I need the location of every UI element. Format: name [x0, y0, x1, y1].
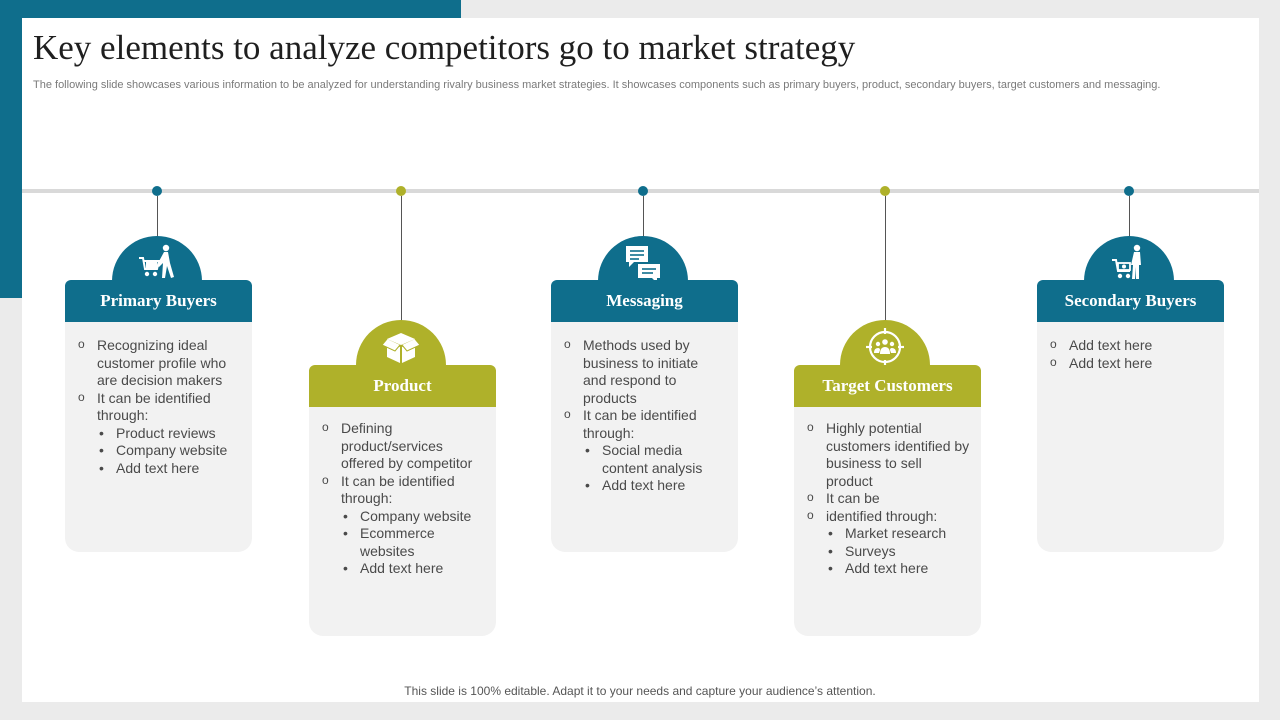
- chat-bubbles-icon: [626, 246, 660, 283]
- connector-product: [401, 196, 402, 325]
- connector-primary-buyers: [157, 196, 158, 240]
- connector-messaging: [643, 196, 644, 240]
- cart-person-icon: [1112, 244, 1141, 279]
- card-heading: Secondary Buyers: [1037, 280, 1224, 322]
- card-subpoint: Market research: [826, 525, 969, 543]
- card-body: Recognizing ideal customer profile who a…: [65, 322, 252, 552]
- card-subpoint: Add text here: [826, 560, 969, 578]
- card-body: Highly potential customers identified by…: [794, 407, 981, 636]
- connector-secondary-buyers: [1129, 196, 1130, 240]
- slide-title: Key elements to analyze competitors go t…: [33, 28, 856, 67]
- card-subpoint: Company website: [341, 508, 484, 526]
- card-subpoint: Add text here: [341, 560, 484, 578]
- timeline-dot-product: [396, 186, 406, 196]
- slide-subtitle: The following slide showcases various in…: [33, 79, 1161, 91]
- timeline-dot-target-customers: [880, 186, 890, 196]
- slide-footer: This slide is 100% editable. Adapt it to…: [404, 684, 876, 698]
- card-point: Add text here: [1049, 336, 1212, 355]
- connector-target-customers: [885, 196, 886, 325]
- card-point: Highly potential customers identified by…: [806, 419, 971, 490]
- card-subpoint: Add text here: [97, 460, 240, 478]
- open-box-icon: [381, 333, 421, 363]
- card-subpoint: Ecommerce websites: [341, 525, 470, 560]
- card-heading: Primary Buyers: [65, 280, 252, 322]
- shopping-cart-person-icon: [139, 244, 174, 278]
- timeline-dot-primary-buyers: [152, 186, 162, 196]
- timeline-dot-secondary-buyers: [1124, 186, 1134, 196]
- card-body: Add text here Add text here: [1037, 322, 1224, 552]
- timeline-dot-messaging: [638, 186, 648, 196]
- card-point: Recognizing ideal customer profile who a…: [77, 336, 240, 390]
- card-point: It can be identified through: Product re…: [77, 389, 240, 478]
- card-point: It can be identified through: Social med…: [563, 406, 726, 495]
- card-subpoint: Social media content analysis: [583, 442, 717, 477]
- card-subpoint: Company website: [97, 442, 240, 460]
- card-point: It can be: [806, 489, 969, 508]
- card-point: Add text here: [1049, 354, 1212, 373]
- card-subpoint: Product reviews: [97, 425, 240, 443]
- card-point: It can be identified through: Company we…: [321, 472, 484, 578]
- card-heading: Target Customers: [794, 365, 981, 407]
- card-heading: Product: [309, 365, 496, 407]
- card-body: Methods used by business to initiate and…: [551, 322, 738, 552]
- target-group-icon: [866, 328, 904, 366]
- card-subpoint: Surveys: [826, 543, 969, 561]
- card-point: Defining product/services offered by com…: [321, 419, 484, 473]
- card-body: Defining product/services offered by com…: [309, 407, 496, 636]
- card-subpoint: Add text here: [583, 477, 726, 495]
- card-point: Methods used by business to initiate and…: [563, 336, 715, 407]
- card-point: identified through: Market research Surv…: [806, 507, 969, 578]
- card-heading: Messaging: [551, 280, 738, 322]
